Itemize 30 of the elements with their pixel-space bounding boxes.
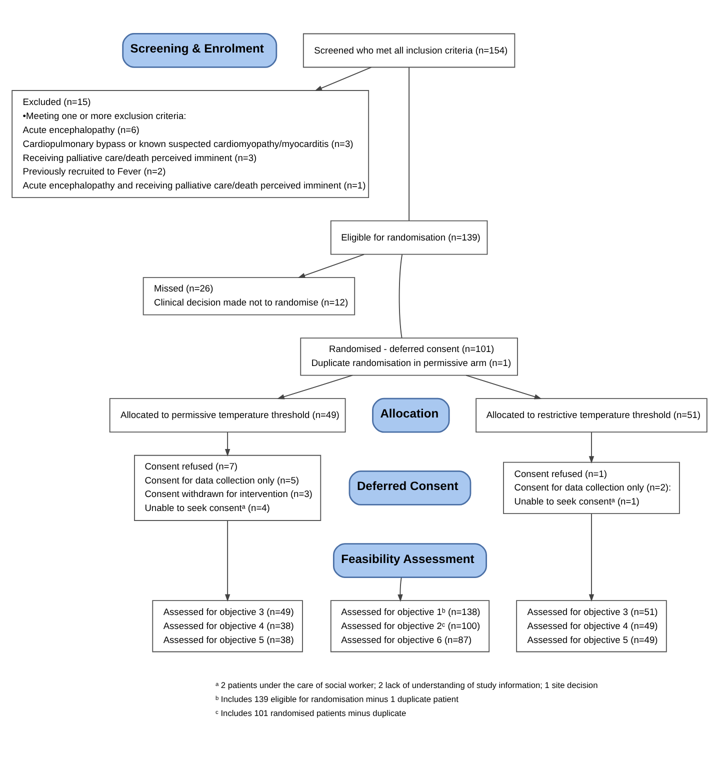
arrow <box>466 374 542 399</box>
node-box: Eligible for randomisation (n=139) <box>330 220 488 254</box>
arrow <box>398 576 403 602</box>
label: ᵃ 2 patients under the care of social worker; 2 lack of understanding of study information; 1 site decision <box>215 680 598 690</box>
connector <box>408 66 410 221</box>
label: ᵇ Includes 139 eligible for randomisation minus 1 duplicate patient <box>215 694 458 704</box>
arrow <box>314 66 372 91</box>
node-box: Randomised - deferred consent (n=101) Duplicate randomisation in permissive arm (n=1) <box>300 337 518 376</box>
node-box: Assessed for objective 3 (n=49) Assessed for objective 4 (n=38) Assessed for objective 5 (n=38) <box>152 600 303 652</box>
node-box: Assessed for objective 3 (n=51) Assessed for objective 4 (n=49) Assessed for objective 5 (n=49) <box>516 600 667 652</box>
arrow <box>588 431 594 464</box>
node-box: Excluded (n=15) •Meeting one or more exclusion criteria: Acute encephalopathy (n=6) Cardiopulmonary bypass or known suspected cardiomyopathy/myocarditis (n=3) Receiving palliative care/death perceived imminent (n=3) Previously recruited to Fever (n=2) Acute encephalopathy and receiving palliative care/death perceived imminent (n=1) <box>12 90 370 198</box>
node-box: Deferred Consent <box>348 470 472 505</box>
node-box: Feasibility Assessment <box>332 542 488 578</box>
node-box: Assessed for objective 1ᵇ (n=138) Assessed for objective 2ᶜ (n=100) Assessed for objective 6 (n=87) <box>330 600 490 652</box>
node-box: Consent refused (n=1) Consent for data collection only (n=2): Unable to seek consentᵃ (n=1) <box>503 461 680 514</box>
connector <box>398 254 403 338</box>
arrow <box>224 431 230 456</box>
node-box: Allocated to restrictive temperature threshold (n=51) <box>476 398 708 432</box>
node-box: Allocated to permissive temperature threshold (n=49) <box>109 398 346 432</box>
arrow <box>224 520 230 602</box>
arrow <box>298 254 364 278</box>
arrow <box>588 512 594 602</box>
node-box: Screening & Enrolment <box>122 32 278 68</box>
node-box: Screened who met all inclusion criteria (n=154) <box>302 32 516 68</box>
node-box: Consent refused (n=7) Consent for data collection only (n=5) Consent withdrawn for intervention (n=3) Unable to seek consentᵃ (n=4) <box>134 454 322 520</box>
arrow <box>276 374 353 399</box>
label: ᶜ Includes 101 randomised patients minus duplicate <box>215 708 406 718</box>
node-box: Missed (n=26) Clinical decision made not to randomise (n=12) <box>142 276 356 315</box>
node-box: Allocation <box>372 397 450 432</box>
